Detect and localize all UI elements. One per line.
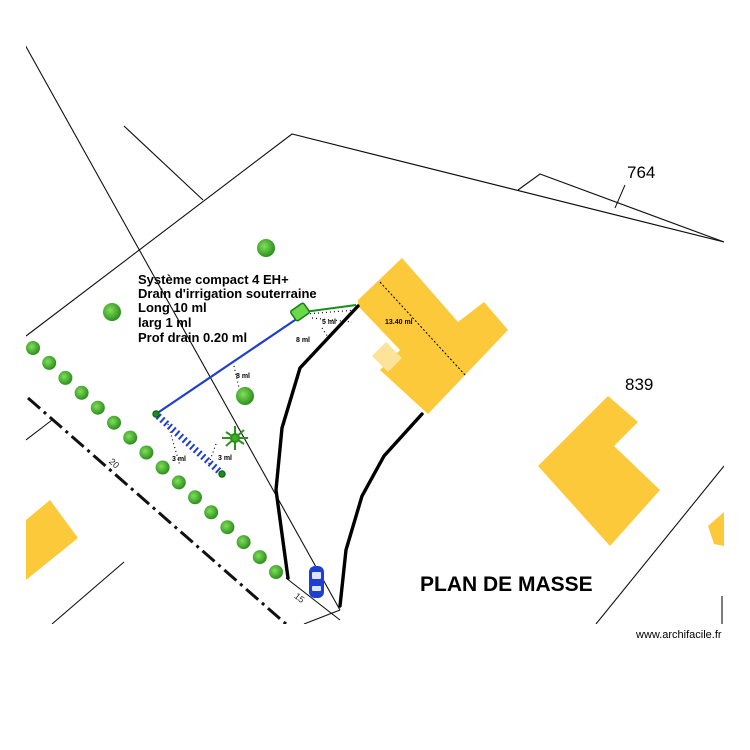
hedge-tree-icon bbox=[123, 430, 138, 445]
irrigation-drain bbox=[155, 413, 223, 475]
parcel-number-north: 764 bbox=[627, 163, 655, 182]
hedge-tree-icon bbox=[139, 445, 154, 460]
septic-tank-icon bbox=[290, 302, 310, 322]
parcel-leader bbox=[614, 184, 626, 209]
hedge-tree-icon bbox=[188, 490, 202, 505]
hedge-tree-icon bbox=[42, 355, 57, 370]
hedge-tree-icon bbox=[107, 415, 121, 430]
note-line-3: Long 10 ml bbox=[138, 300, 207, 315]
road-mark-20: 20 bbox=[107, 456, 121, 470]
house-width-dimension bbox=[379, 281, 467, 377]
drain-start bbox=[152, 410, 160, 418]
dim-label-5: 5 ml bbox=[322, 319, 336, 326]
tree-icon bbox=[103, 239, 275, 405]
hedge-tree-icon bbox=[90, 400, 105, 415]
system-notes: Système compact 4 EH+ Drain d'irrigation… bbox=[138, 272, 317, 345]
distribution-pipe bbox=[155, 317, 299, 415]
hedge-tree-icon bbox=[155, 460, 170, 475]
house-width-label: 13.40 ml bbox=[385, 319, 413, 326]
neighbour-house-839 bbox=[538, 396, 660, 546]
hedge-tree-icon bbox=[58, 370, 73, 385]
road-centerline bbox=[27, 396, 287, 624]
house bbox=[358, 258, 508, 414]
neighbour-house-east bbox=[708, 512, 724, 546]
hedge-tree-icon bbox=[252, 550, 267, 565]
road-mark-15: 15 bbox=[292, 591, 306, 605]
note-line-5: Prof drain 0.20 ml bbox=[138, 330, 247, 345]
hedge-tree-icon bbox=[204, 505, 219, 520]
hedge-tree-icon bbox=[171, 475, 186, 490]
dim-label-8a: 8 ml bbox=[296, 337, 310, 344]
neighbour-house-west bbox=[26, 500, 78, 580]
dim-label-3b: 3 ml bbox=[218, 455, 232, 462]
plan-title: PLAN DE MASSE bbox=[420, 573, 593, 596]
road-edge bbox=[285, 577, 341, 621]
sewage-link bbox=[303, 304, 357, 313]
car-icon bbox=[309, 566, 324, 598]
parcel-number-east: 839 bbox=[625, 375, 653, 394]
driveway bbox=[274, 304, 424, 608]
dimension-lines bbox=[167, 309, 357, 467]
cadastral-lines bbox=[26, 45, 724, 624]
plant-icon bbox=[222, 426, 248, 450]
dim-label-3a: 3 ml bbox=[172, 456, 186, 463]
hedge-tree-icon bbox=[220, 520, 235, 535]
dim-label-8b: 8 ml bbox=[236, 373, 250, 380]
hedge bbox=[26, 341, 283, 579]
hedge-tree-icon bbox=[236, 535, 251, 550]
drain-end bbox=[218, 470, 226, 478]
house-annex bbox=[372, 342, 402, 372]
note-line-4: larg 1 ml bbox=[138, 315, 191, 330]
hedge-tree-icon bbox=[269, 565, 283, 579]
credit-link[interactable]: www.archifacile.fr bbox=[635, 629, 722, 641]
note-line-2: Drain d'irrigation souterraine bbox=[138, 286, 317, 301]
note-line-1: Système compact 4 EH+ bbox=[138, 272, 289, 287]
hedge-tree-icon bbox=[74, 385, 89, 400]
hedge-tree-icon bbox=[26, 341, 40, 355]
